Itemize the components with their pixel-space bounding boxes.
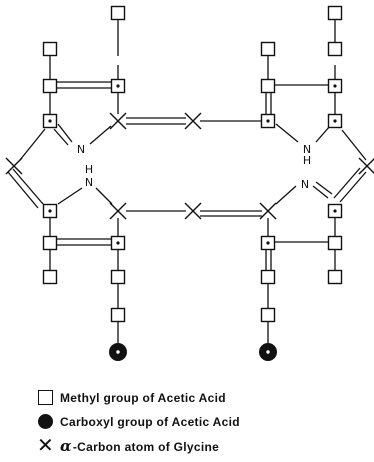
methyl-group-box xyxy=(110,269,126,285)
legend-row-carboxyl: Carboxyl group of Acetic Acid xyxy=(34,412,364,432)
methyl-group-box xyxy=(42,269,58,285)
center-dot-icon xyxy=(116,84,120,88)
methyl-group-box xyxy=(327,269,343,285)
methyl-group-box xyxy=(327,41,343,57)
alpha-carbon-cross-stroke xyxy=(5,157,23,175)
center-dot-icon xyxy=(116,241,120,245)
methyl-group-box xyxy=(327,5,343,21)
alpha-carbon-cross-stroke xyxy=(184,202,202,220)
hydrogen-label-upper-right: H xyxy=(303,154,311,167)
hydrogen-label-lower-left: H xyxy=(85,163,93,176)
methyl-group-box xyxy=(110,5,126,21)
center-dot-icon xyxy=(48,119,52,123)
center-dot-icon xyxy=(333,119,337,123)
methyl-group-box xyxy=(260,269,276,285)
carboxyl-group-circles xyxy=(109,343,277,361)
methyl-group-box xyxy=(327,235,343,251)
center-dot-icon xyxy=(266,119,270,123)
center-dot-icon xyxy=(266,241,270,245)
methyl-group-boxes xyxy=(42,5,343,323)
methyl-group-box xyxy=(42,41,58,57)
cross-icon: ✕ xyxy=(37,433,54,457)
methyl-group-box xyxy=(42,235,58,251)
methyl-group-box xyxy=(260,78,276,94)
methyl-group-box xyxy=(42,78,58,94)
legend-label-alpha-text: -Carbon atom of Glycine xyxy=(72,440,220,454)
legend-row-methyl: Methyl group of Acetic Acid xyxy=(34,388,364,408)
filled-circle-icon xyxy=(38,414,53,429)
center-dot-icon xyxy=(333,84,337,88)
legend-row-alpha-carbon: ✕ α-Carbon atom of Glycine xyxy=(34,433,364,457)
nitrogen-label-lower-right: N xyxy=(301,178,309,191)
carboxyl-center-dot xyxy=(116,350,120,354)
methyl-group-box xyxy=(260,41,276,57)
legend-label-methyl: Methyl group of Acetic Acid xyxy=(60,391,226,405)
bond-lines xyxy=(7,20,367,343)
methyl-group-box xyxy=(260,307,276,323)
alpha-carbon-cross-stroke xyxy=(184,112,202,130)
alpha-carbon-cross-stroke xyxy=(109,202,127,220)
alpha-carbon-marks xyxy=(5,112,374,220)
nitrogen-label-lower-left: N xyxy=(85,176,93,189)
legend: Methyl group of Acetic Acid Carboxyl gro… xyxy=(34,388,364,460)
porphyrin-synthesis-diagram: N N H H N N xyxy=(5,5,374,361)
legend-label-carboxyl: Carboxyl group of Acetic Acid xyxy=(60,415,240,429)
nitrogen-label-upper-right: N xyxy=(303,143,311,156)
alpha-symbol: α xyxy=(60,437,72,455)
square-icon xyxy=(38,390,53,405)
alpha-carbon-cross-stroke xyxy=(358,158,374,175)
nitrogen-label-upper-left: N xyxy=(77,143,85,156)
atom-labels: N N H H N N xyxy=(77,143,311,191)
alpha-carbon-cross-stroke xyxy=(109,112,127,130)
center-dot-icon xyxy=(333,209,337,213)
alpha-carbon-cross-stroke xyxy=(259,202,277,220)
legend-label-alpha-carbon: α-Carbon atom of Glycine xyxy=(60,437,219,455)
carboxyl-center-dot xyxy=(266,350,270,354)
center-dot-icon xyxy=(48,209,52,213)
methyl-group-box xyxy=(110,307,126,323)
